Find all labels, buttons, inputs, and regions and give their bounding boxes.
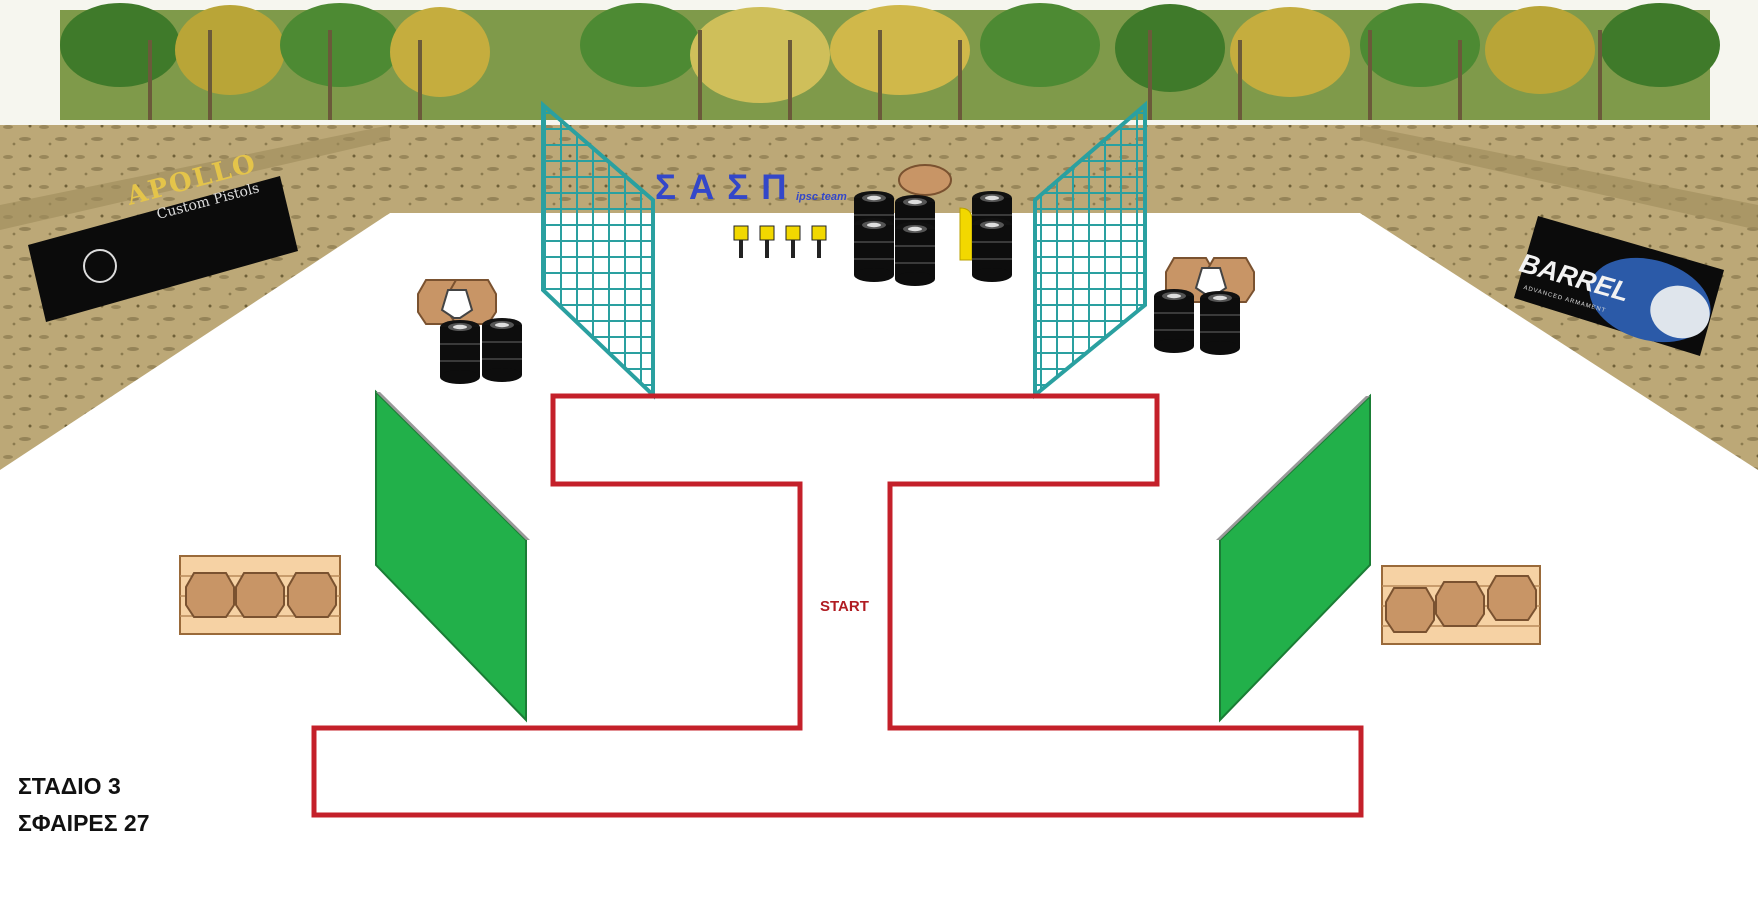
back-berm bbox=[0, 125, 1758, 215]
club-title: ΣΑΣΠ bbox=[655, 168, 800, 207]
start-shooting-area bbox=[311, 393, 1364, 818]
start-label: START bbox=[820, 598, 869, 615]
club-subtitle: ipsc team bbox=[796, 191, 847, 203]
left-green-wall bbox=[375, 389, 530, 723]
right-target-board bbox=[1381, 565, 1541, 645]
apollo-banner bbox=[28, 176, 298, 322]
tree-line bbox=[60, 3, 1720, 120]
left-steel-targets bbox=[417, 279, 497, 325]
center-tire-barricade bbox=[853, 190, 1013, 287]
left-target-board bbox=[179, 555, 341, 635]
stage-info: ΣΤΑΔΙΟ 3 ΣΦΑΙΡΕΣ 27 bbox=[18, 768, 150, 842]
right-green-wall bbox=[1216, 393, 1371, 723]
back-steel-target bbox=[898, 164, 952, 196]
stage-title: ΣΤΑΔΙΟ 3 bbox=[18, 773, 121, 799]
left-berm bbox=[0, 125, 390, 470]
stage-rounds: ΣΦΑΙΡΕΣ 27 bbox=[18, 810, 150, 836]
apollo-logo-icon bbox=[83, 249, 117, 283]
yellow-popper-target bbox=[959, 207, 973, 261]
yellow-plate-rack bbox=[733, 225, 827, 258]
range-floor bbox=[0, 213, 1758, 918]
